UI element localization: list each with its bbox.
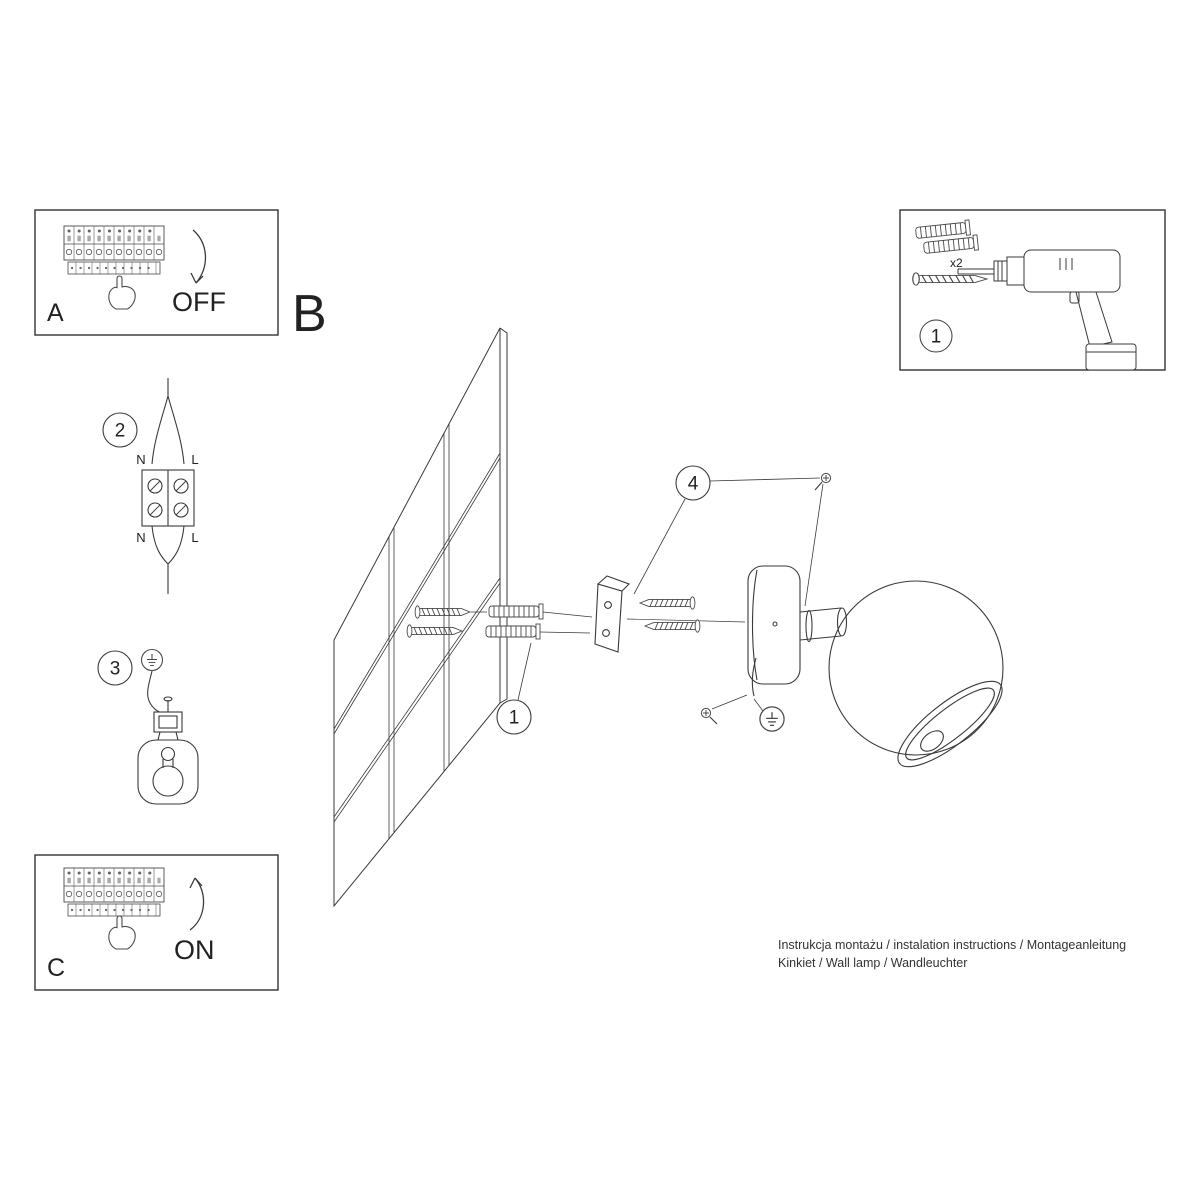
screw-icon (912, 272, 988, 286)
supply-cable-icon (151, 378, 185, 465)
step-3-badge (97, 650, 133, 686)
anchor-quantity-label: x2 (950, 256, 963, 270)
lamp-cable-icon (151, 525, 185, 594)
step-1-number: 1 (931, 327, 942, 348)
footer: Instrukcja montażu / instalation instruc… (778, 938, 1126, 970)
hand-icon (108, 915, 136, 950)
section-b-label: B (292, 285, 327, 343)
parts-box: x2 1 (899, 209, 1166, 371)
terminal-label-l-top: L (191, 452, 198, 467)
ground-screw-icon (700, 707, 712, 719)
ground-symbol-icon (759, 706, 785, 732)
wall-anchor-icon (914, 219, 971, 241)
lamp-canopy (747, 565, 801, 685)
assembly-axis-line (471, 611, 746, 634)
panel-a-frame (34, 209, 279, 336)
drill-icon (957, 249, 1137, 371)
lamp-holder-body-icon (137, 739, 199, 805)
ground-screw-shaft (709, 716, 718, 725)
ground-wire (147, 670, 166, 717)
ground-step: 3 (97, 648, 199, 805)
lamp-arm (799, 607, 848, 643)
footer-line-1: Instrukcja montażu / instalation instruc… (778, 938, 1126, 952)
breaker-panel-icon (64, 226, 164, 274)
wall-anchor-icon (922, 234, 979, 256)
panel-a-breaker-off: OFF A (34, 209, 279, 336)
panel-c-breaker-on: ON C (34, 854, 279, 991)
arrow-down-icon (190, 229, 207, 284)
wall-anchor-icon (485, 623, 541, 640)
step-1-leader-line (517, 642, 532, 701)
screw-icon (644, 619, 701, 633)
step-2-number: 2 (115, 421, 126, 442)
step-3-number: 3 (110, 659, 121, 680)
set-screw-shaft (814, 481, 823, 491)
panel-a-label: A (47, 299, 64, 327)
breaker-panel-icon (64, 868, 164, 916)
ground-symbol-icon (140, 648, 164, 672)
parts-box-frame (899, 209, 1166, 371)
wall-assembly: 4 1 (333, 327, 1004, 908)
terminal-label-n-bottom: N (136, 530, 145, 545)
panel-c-frame (34, 854, 279, 991)
switch-state-off: OFF (172, 287, 226, 317)
step-1-number: 1 (509, 708, 520, 729)
step-4-badge (675, 465, 711, 501)
screw-icon (414, 605, 471, 619)
terminal-label-l-bottom: L (191, 530, 198, 545)
ground-clamp-icon (153, 696, 183, 741)
lamp-shade (828, 580, 1004, 768)
screw-icon (406, 624, 463, 638)
wall-drawing (333, 327, 508, 908)
wall-anchor-icon (488, 603, 544, 620)
panel-c-label: C (47, 954, 65, 982)
step-4-number: 4 (688, 474, 699, 495)
step-1-badge (919, 319, 953, 353)
step-2-badge (102, 412, 138, 448)
ground-leader-lines (711, 694, 764, 712)
wiring-step: 2 N L N L (102, 378, 199, 594)
hand-icon (108, 275, 136, 310)
arrow-up-icon (189, 877, 205, 931)
ground-wire (751, 657, 757, 697)
step-4-leader-lines (633, 477, 824, 607)
step-1-badge (496, 699, 532, 735)
set-screw-icon (820, 472, 832, 484)
mounting-bracket (594, 575, 630, 653)
screw-icon (639, 596, 696, 610)
terminal-block-icon (141, 469, 195, 527)
terminal-label-n-top: N (136, 452, 145, 467)
switch-state-on: ON (174, 935, 215, 965)
footer-line-2: Kinkiet / Wall lamp / Wandleuchter (778, 956, 967, 970)
